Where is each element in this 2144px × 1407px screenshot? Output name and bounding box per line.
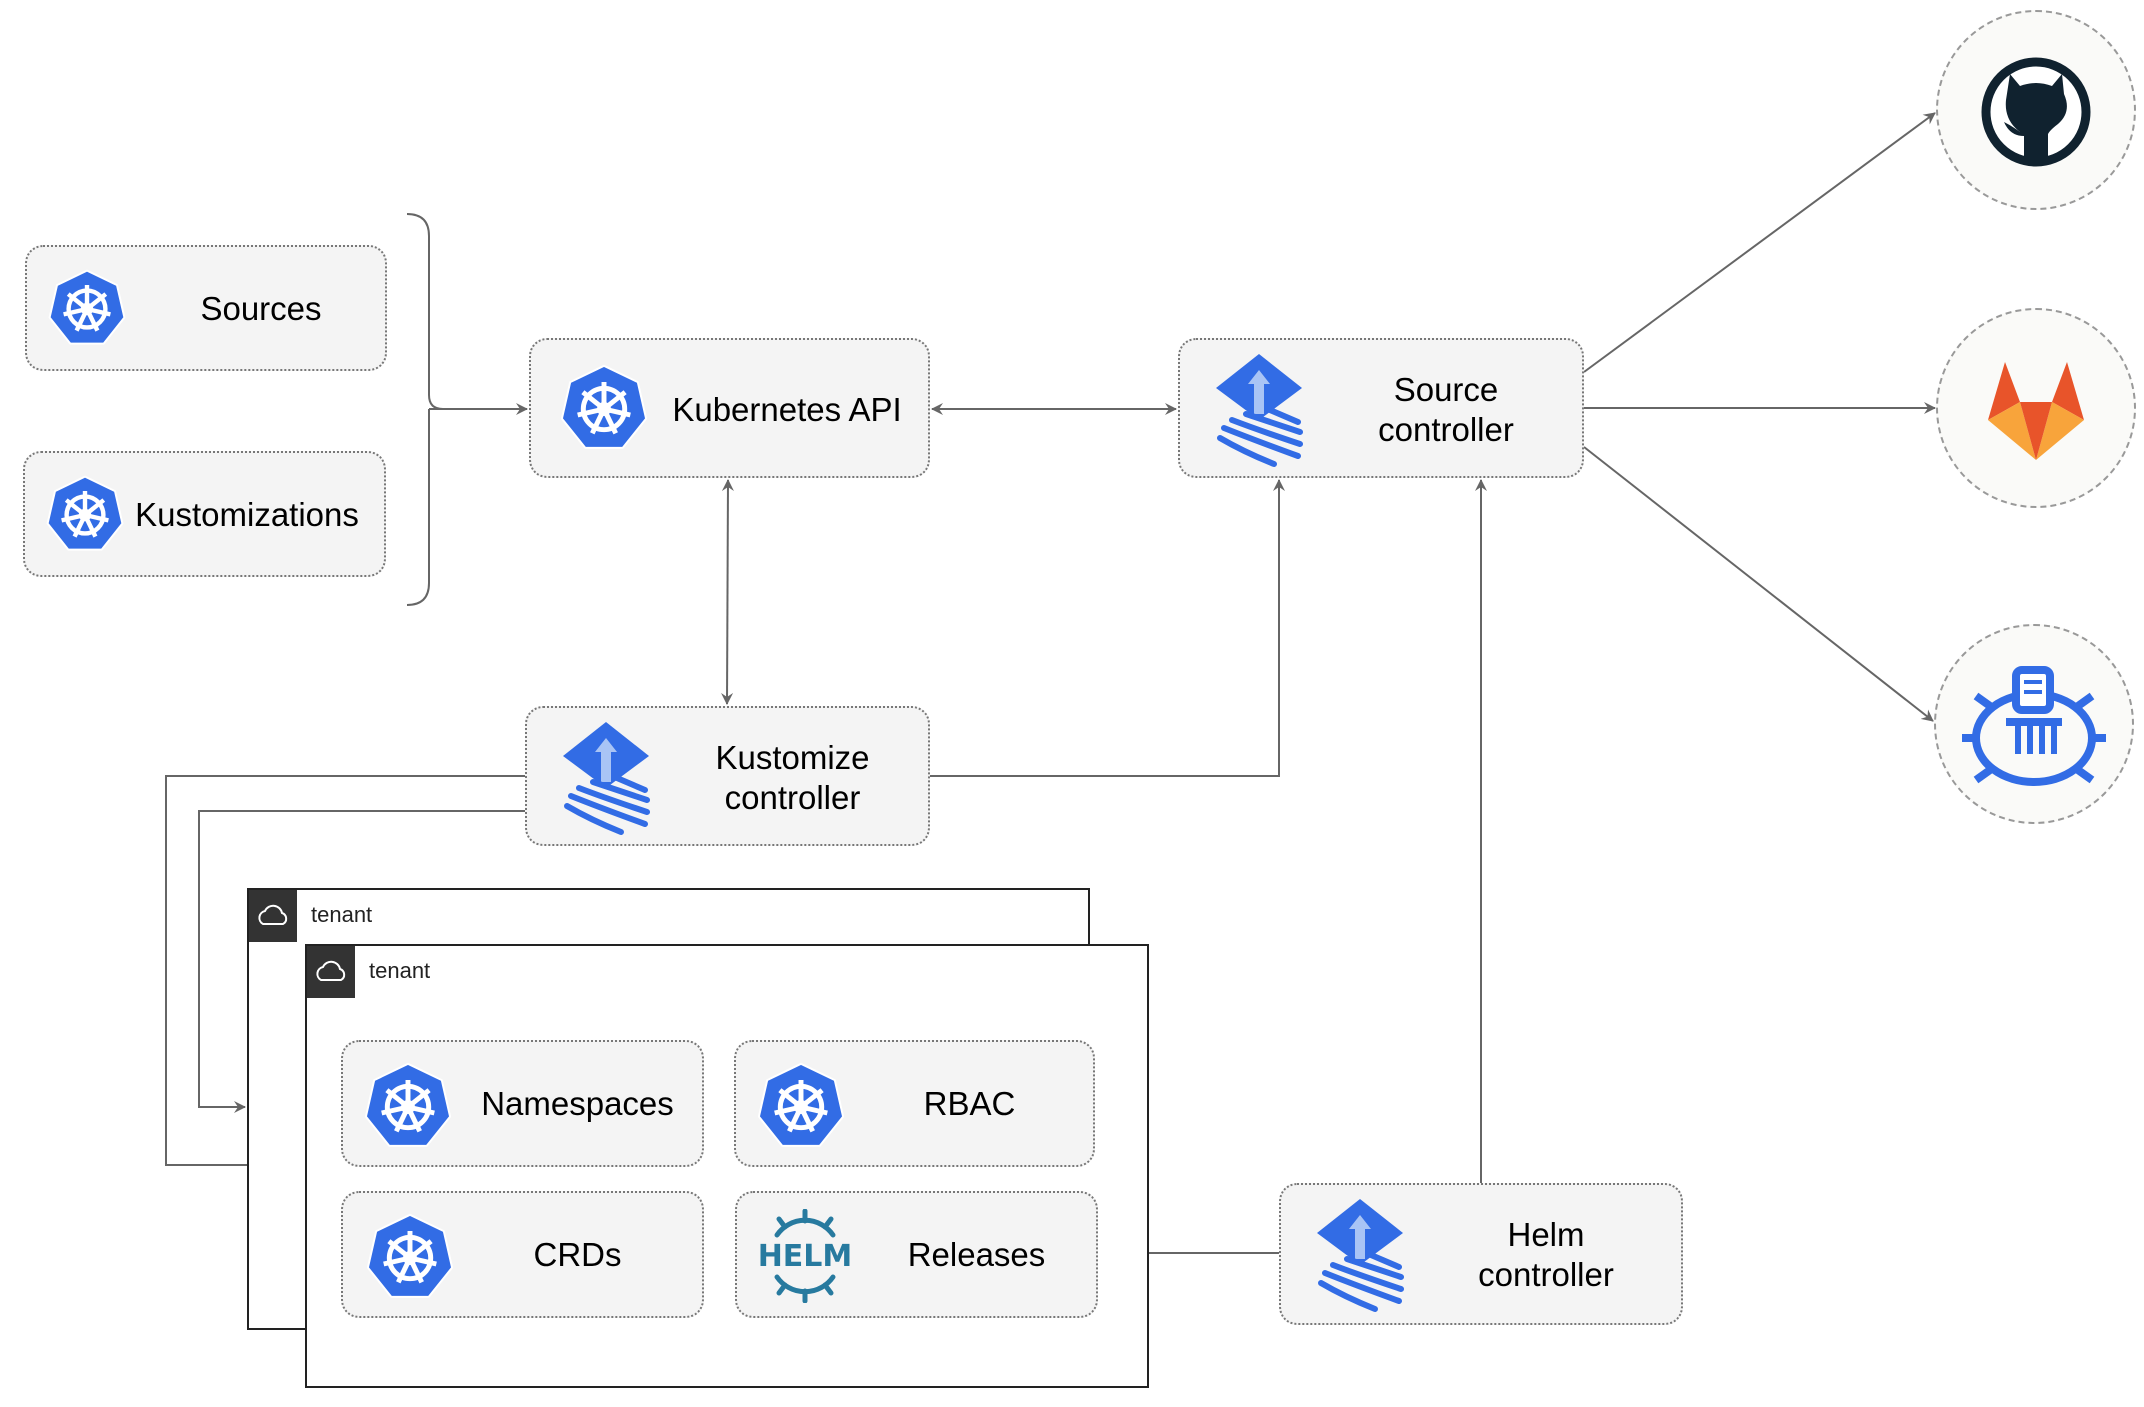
gitlab-icon <box>1988 362 2084 460</box>
helm-logo-text: HELM <box>758 1239 853 1274</box>
rbac-label: RBAC <box>923 1085 1016 1122</box>
tenant-label: tenant <box>311 902 373 927</box>
flux-icon <box>561 720 651 841</box>
edge-source-helmrepo <box>1583 446 1934 722</box>
label-line: controller <box>724 779 861 816</box>
label-line: Kustomize <box>715 739 870 776</box>
tenant-label: tenant <box>369 958 431 983</box>
cloud-icon <box>307 946 355 998</box>
kubernetes-icon <box>559 364 649 459</box>
helm-icon: HELM <box>755 1208 855 1308</box>
kubernetes-api-node[interactable]: Kubernetes API <box>529 338 930 478</box>
github-icon <box>1981 57 2091 167</box>
gitlab-node[interactable] <box>1936 308 2136 508</box>
sources-node[interactable]: Sources <box>25 245 387 371</box>
namespaces-label: Namespaces <box>481 1085 674 1122</box>
kubernetes-icon <box>363 1062 453 1157</box>
edge-kustomize-tenant-front <box>165 775 525 1171</box>
kubernetes-api-label: Kubernetes API <box>672 391 902 428</box>
kubernetes-icon <box>756 1062 846 1157</box>
flux-icon <box>1214 352 1304 473</box>
brace <box>406 213 444 606</box>
flux-icon <box>1315 1197 1405 1318</box>
releases-label: Releases <box>907 1236 1046 1273</box>
kubernetes-icon <box>365 1213 455 1308</box>
rbac-node[interactable]: RBAC <box>734 1040 1095 1167</box>
sources-label: Sources <box>200 290 322 327</box>
label-line: Helm <box>1507 1216 1585 1253</box>
helm-repository-node[interactable] <box>1934 624 2134 824</box>
label-line: Source <box>1393 371 1499 408</box>
kustomizations-label: Kustomizations <box>135 496 359 533</box>
helm-repository-icon <box>1962 666 2106 786</box>
edge-api-kustomize <box>721 479 734 705</box>
kustomizations-node[interactable]: Kustomizations <box>23 451 386 577</box>
github-node[interactable] <box>1936 10 2136 210</box>
kubernetes-icon <box>47 269 127 354</box>
crds-label: CRDs <box>533 1236 622 1273</box>
releases-node[interactable]: HELM Releases <box>735 1191 1098 1318</box>
cloud-icon <box>249 890 297 942</box>
crds-node[interactable]: CRDs <box>341 1191 704 1318</box>
label-line: controller <box>1378 411 1514 448</box>
edge-source-github <box>1583 112 1936 373</box>
label-line: controller <box>1478 1256 1614 1293</box>
namespaces-node[interactable]: Namespaces <box>341 1040 704 1167</box>
edge-kustomize-source <box>930 479 1285 777</box>
kubernetes-icon <box>45 475 125 560</box>
edge-kustomize-tenant-back <box>198 810 525 1113</box>
